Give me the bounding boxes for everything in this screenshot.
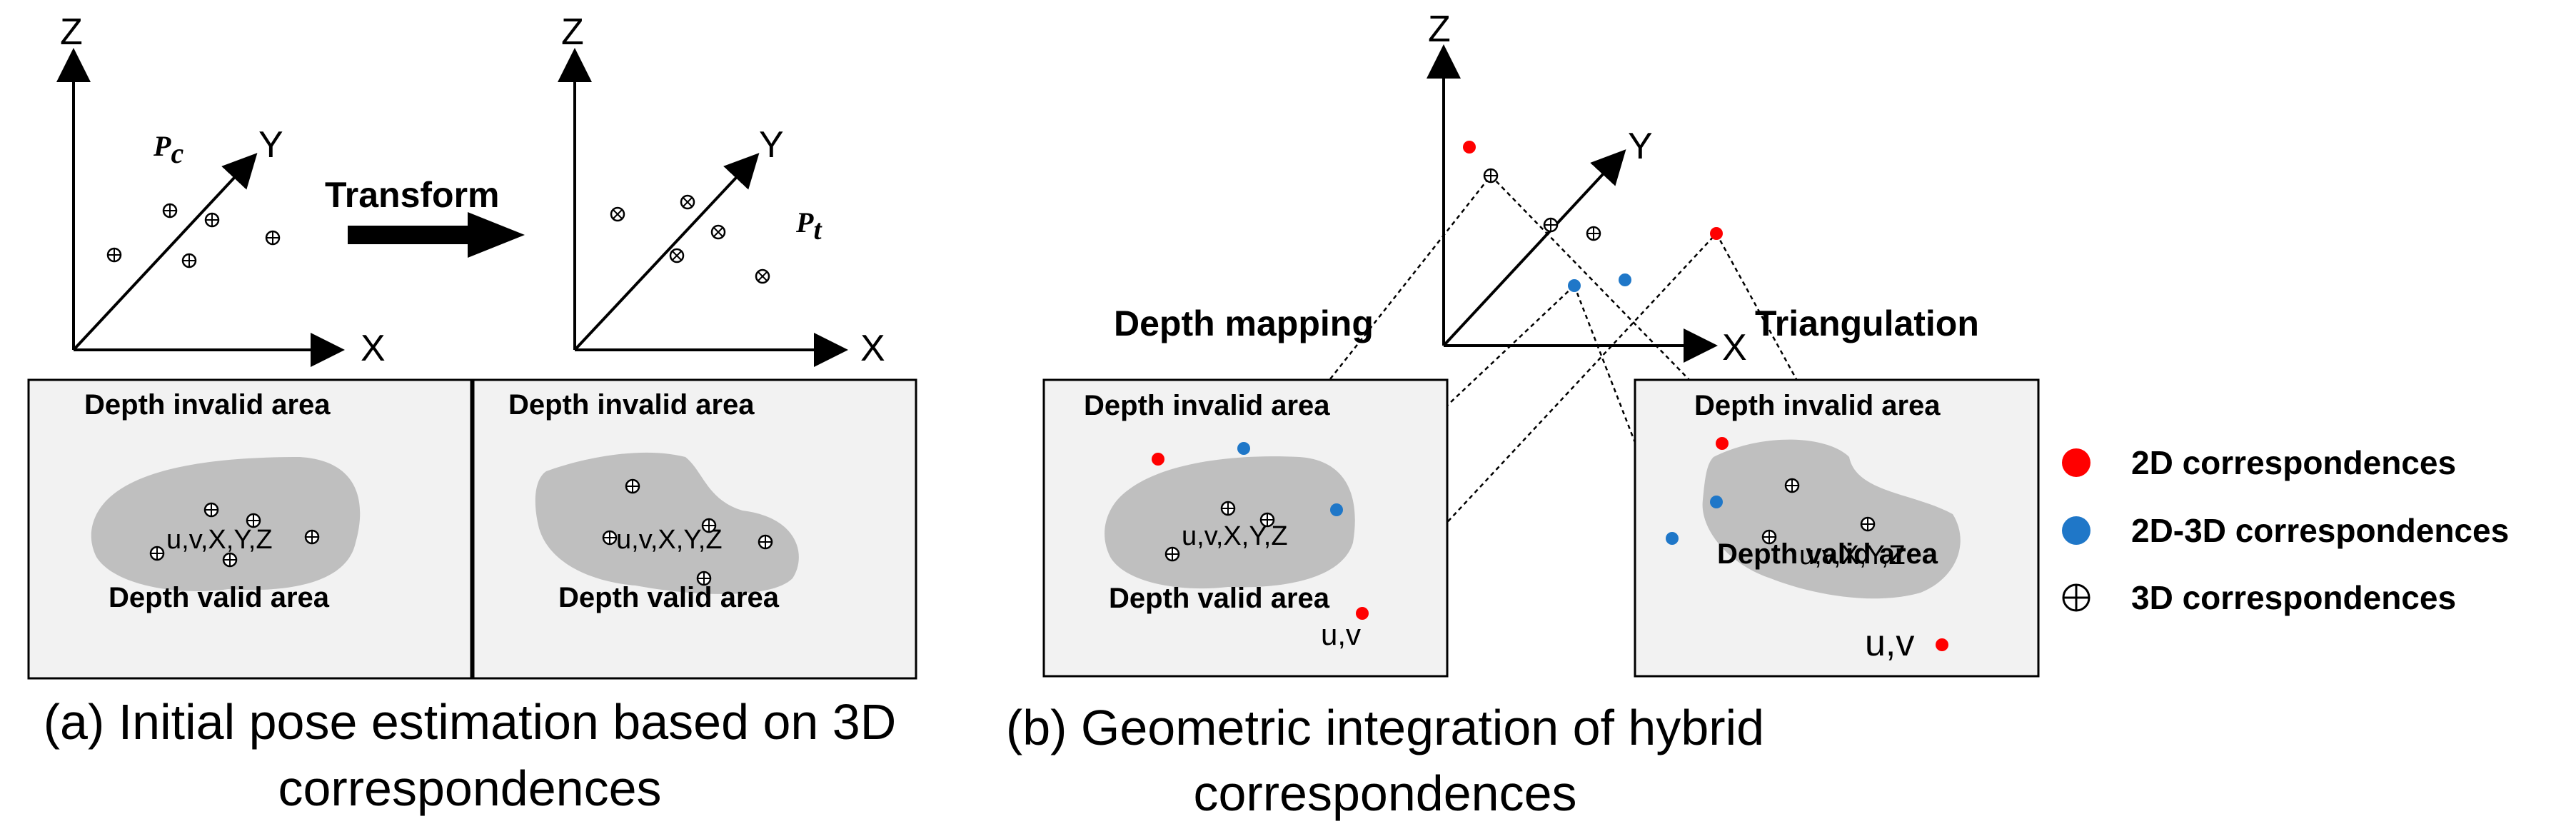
- depth-invalid-label: Depth invalid area: [1084, 390, 1330, 421]
- depth-valid-label: Depth valid area: [558, 582, 780, 613]
- 3d-point-marker: [755, 268, 770, 284]
- panel-a: Z Y X Pc Transform Z Y X Pt: [27, 11, 917, 816]
- 3d-point-marker: [1860, 516, 1876, 532]
- 3d-point-marker: [162, 203, 178, 218]
- caption-a-line2: correspondences: [278, 760, 662, 816]
- 3d-point-marker: [1784, 478, 1800, 493]
- 2d-point-marker: [1710, 227, 1723, 240]
- 2d-3d-point-marker: [1237, 442, 1250, 455]
- legend-label: 3D correspondences: [2131, 579, 2456, 616]
- 3d-point-marker: [1543, 217, 1559, 233]
- triangulation-label: Triangulation: [1755, 303, 1979, 343]
- axes-right: Z Y X Pt: [558, 11, 885, 369]
- 2d-point-marker: [1936, 638, 1948, 651]
- depth-valid-region: [535, 452, 799, 594]
- z-axis-label: Z: [1428, 9, 1451, 50]
- 2d-3d-point-marker: [1619, 273, 1631, 286]
- 3d-point-marker: [1761, 529, 1777, 545]
- legend-item-2d-3d: 2D-3D correspondences: [2062, 512, 2509, 549]
- y-axis: [1442, 149, 1626, 347]
- 3d-point-marker: [204, 212, 220, 228]
- depth-valid-label: Depth valid area: [1109, 583, 1330, 614]
- caption-a-line1: (a) Initial pose estimation based on 3D: [44, 694, 897, 750]
- depth-invalid-label: Depth invalid area: [1694, 390, 1941, 421]
- x-axis-label: X: [1722, 327, 1747, 368]
- depth-invalid-label: Depth invalid area: [508, 389, 755, 421]
- 3d-point-marker: [1220, 501, 1236, 516]
- depth-invalid-label: Depth invalid area: [84, 389, 331, 421]
- depth-box-a-left: Depth invalid area Depth valid area u,v,…: [27, 378, 473, 680]
- 3d-point-marker: [680, 194, 695, 210]
- 3d-point-marker: [602, 530, 618, 546]
- 3d-point-marker: [203, 502, 219, 518]
- circle-plus-icon: [2062, 583, 2091, 612]
- 3d-point-marker: [610, 206, 625, 222]
- depth-box-b-left: Depth invalid area Depth valid area u,v,…: [1042, 378, 1449, 678]
- 3d-point-marker: [106, 247, 122, 263]
- depth-valid-label: Depth valid area: [109, 582, 330, 613]
- point-label: u,v,X,Y,Z: [1182, 521, 1288, 551]
- x-axis-label: X: [361, 328, 386, 369]
- 3d-point-marker: [710, 224, 726, 240]
- 2d-point-marker: [1356, 607, 1369, 620]
- y-axis-label: Y: [1628, 126, 1653, 167]
- legend-item-3d: 3D correspondences: [2062, 579, 2456, 616]
- 3d-point-marker: [246, 513, 261, 528]
- 3d-point-marker: [181, 253, 197, 268]
- 3d-point-marker: [625, 478, 640, 494]
- 3d-point-marker: [149, 546, 165, 561]
- point-label: u,v,X,Y,Z: [1799, 541, 1906, 571]
- 3d-point-marker: [758, 534, 773, 550]
- legend-label: 2D correspondences: [2131, 444, 2456, 481]
- y-axis-label: Y: [258, 124, 283, 166]
- 2d-point-marker: [1716, 437, 1729, 450]
- 2d-3d-point-marker: [1330, 503, 1343, 516]
- uv-label: u,v: [1865, 623, 1914, 664]
- depth-box-a-right: Depth invalid area Depth valid area u,v,…: [472, 378, 917, 680]
- depth-valid-label: Depth valid area: [1717, 538, 1938, 570]
- transform-label: Transform: [325, 175, 500, 215]
- y-axis: [573, 153, 760, 351]
- panel-b: Z Y X Depth mapping Triangulation Depth …: [1006, 9, 2040, 821]
- z-axis-label: Z: [561, 11, 584, 53]
- transform-arrow: Transform: [325, 175, 525, 258]
- x-axis-label: X: [860, 328, 885, 369]
- point-set-label-pt: Pt: [795, 206, 822, 246]
- 2d-3d-point-marker: [1710, 496, 1723, 508]
- 3d-point-marker: [1259, 512, 1275, 528]
- depth-mapping-label: Depth mapping: [1114, 303, 1374, 343]
- 3d-point-marker: [1586, 226, 1601, 241]
- axes-b: Z Y X: [1427, 9, 1747, 368]
- depth-box-b-right: Depth invalid area Depth valid area u,v,…: [1634, 378, 2040, 678]
- 3d-point-marker: [701, 518, 717, 533]
- 2d-3d-point-marker: [1666, 532, 1679, 545]
- caption-b-line1: (b) Geometric integration of hybrid: [1006, 700, 1764, 755]
- legend: 2D correspondences 2D-3D correspondences…: [2062, 444, 2509, 616]
- y-axis-label: Y: [759, 124, 784, 166]
- legend-item-2d: 2D correspondences: [2062, 444, 2456, 481]
- 3d-point-marker: [1483, 168, 1499, 184]
- caption-b-line2: correspondences: [1194, 765, 1577, 821]
- 3d-point-marker: [669, 248, 685, 263]
- red-dot-icon: [2062, 448, 2091, 477]
- 2d-point-marker: [1152, 453, 1164, 466]
- 2d-point-marker: [1463, 141, 1476, 154]
- depth-valid-region: [1702, 439, 1961, 599]
- 3d-point-marker: [696, 571, 712, 586]
- 3d-point-marker: [1164, 546, 1180, 562]
- legend-label: 2D-3D correspondences: [2131, 512, 2509, 549]
- 3d-point-marker: [265, 230, 281, 246]
- 2d-3d-point-marker: [1568, 279, 1581, 292]
- uv-label: u,v: [1321, 618, 1361, 651]
- axes-left: Z Y X Pc: [56, 11, 386, 369]
- point-label: u,v,X,Y,Z: [166, 525, 273, 555]
- blue-dot-icon: [2062, 516, 2091, 545]
- z-axis-label: Z: [60, 11, 83, 53]
- y-axis: [72, 153, 258, 351]
- 3d-point-marker: [222, 552, 238, 568]
- 3d-point-marker: [304, 529, 320, 545]
- point-set-label-pc: Pc: [153, 130, 183, 169]
